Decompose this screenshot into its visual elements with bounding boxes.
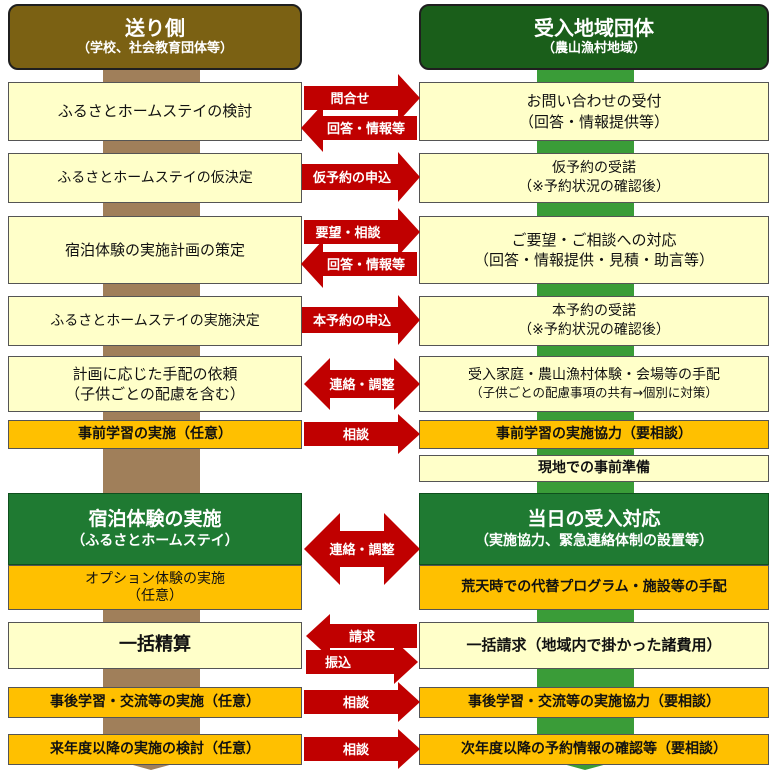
arrow-payment: 振込: [306, 640, 418, 684]
step-arrangement-request: 計画に応じた手配の依頼 （子供ごとの配慮を含む）: [8, 356, 302, 412]
step-next-year: 来年度以降の実施の検討（任意）: [8, 734, 302, 765]
step-consider-text: ふるさとホームステイの検討: [57, 102, 253, 121]
step-booking-acceptance: 本予約の受諾 （※予約状況の確認後）: [419, 296, 769, 346]
step-post-learning-support: 事後学習・交流等の実施協力（要相談）: [419, 687, 769, 718]
step-bad-weather-plan: 荒天時での代替プログラム・施設等の手配: [419, 565, 769, 610]
arrow-liaison-2-label: 連絡・調整: [329, 542, 395, 558]
stay-implementation-box: 宿泊体験の実施 （ふるさとホームステイ）: [8, 493, 302, 565]
step-post-learning-support-text: 事後学習・交流等の実施協力（要相談）: [468, 694, 720, 711]
sender-title: 送り側: [125, 16, 185, 41]
day-reception-subtitle: （実施協力、緊急連絡体制の設置等）: [475, 533, 713, 550]
step-inquiry-reception-note: （回答・情報提供等）: [518, 112, 669, 131]
step-request-response-note: （回答・情報提供・見積・助言等）: [473, 251, 714, 269]
step-implementation-decision-text: ふるさとホームステイの実施決定: [50, 312, 260, 329]
step-next-year-booking: 次年度以降の予約情報の確認等（要相談）: [419, 734, 769, 765]
stay-implementation-subtitle: （ふるさとホームステイ）: [71, 533, 239, 550]
step-billing-text: 一括請求（地域内で掛かった諸費用）: [466, 636, 722, 655]
step-bad-weather-plan-text: 荒天時での代替プログラム・施設等の手配: [461, 579, 727, 596]
receiver-title: 受入地域団体: [534, 16, 654, 41]
arrow-request-label: 要望・相談: [315, 225, 381, 241]
step-provisional-decision: ふるさとホームステイの仮決定: [8, 153, 302, 203]
arrow-inquiry-label: 問合せ: [330, 91, 369, 107]
step-post-learning: 事後学習・交流等の実施（任意）: [8, 687, 302, 718]
arrow-answer-1: 回答・情報等: [301, 104, 417, 152]
sender-header: 送り側 （学校、社会教育団体等）: [8, 4, 302, 70]
arrow-liaison-2: 連絡・調整: [304, 513, 420, 585]
arrow-consult-1: 相談: [304, 414, 420, 454]
receiver-subtitle: （農山漁村地域）: [541, 41, 646, 57]
arrow-booking-label: 本予約の申込: [313, 313, 392, 329]
step-host-arrangement-text: 受入家庭・農山漁村体験・会場等の手配: [468, 367, 720, 384]
sender-subtitle: （学校、社会教育団体等）: [76, 41, 233, 57]
step-onsite-preparation-text: 現地での事前準備: [538, 460, 650, 477]
arrow-consult-3: 相談: [304, 729, 420, 769]
step-booking-acceptance-text: 本予約の受諾: [552, 303, 636, 320]
step-pre-learning: 事前学習の実施（任意）: [8, 420, 302, 449]
arrow-provisional-booking-label: 仮予約の申込: [312, 170, 392, 186]
step-arrangement-request-text: 計画に応じた手配の依頼: [72, 364, 238, 383]
arrow-booking: 本予約の申込: [302, 295, 420, 345]
step-plan: 宿泊体験の実施計画の策定: [8, 216, 302, 284]
step-host-arrangement-note: （子供ごとの配慮事項の共有→個別に対策）: [470, 385, 718, 400]
step-implementation-decision: ふるさとホームステイの実施決定: [8, 296, 302, 346]
step-onsite-preparation: 現地での事前準備: [419, 455, 769, 482]
arrow-answer-2-label: 回答・情報等: [327, 257, 405, 273]
step-settlement-text: 一括精算: [119, 634, 191, 656]
step-settlement: 一括精算: [8, 622, 302, 669]
step-pre-learning-support: 事前学習の実施協力（要相談）: [419, 420, 769, 449]
arrow-liaison-1-label: 連絡・調整: [329, 377, 395, 393]
receiver-header: 受入地域団体 （農山漁村地域）: [419, 4, 769, 70]
step-arrangement-request-note: （子供ごとの配慮を含む）: [65, 385, 245, 403]
arrow-consult-1-label: 相談: [343, 427, 370, 443]
arrow-invoice-label: 請求: [349, 629, 376, 645]
arrow-answer-1-label: 回答・情報等: [327, 121, 405, 137]
stay-implementation-title: 宿泊体験の実施: [88, 507, 222, 530]
step-inquiry-reception: お問い合わせの受付 （回答・情報提供等）: [419, 82, 769, 141]
step-request-response: ご要望・ご相談への対応 （回答・情報提供・見積・助言等）: [419, 216, 769, 284]
step-option-experience-text: オプション体験の実施: [85, 570, 225, 587]
step-provisional-acceptance: 仮予約の受諾 （※予約状況の確認後）: [419, 153, 769, 203]
step-provisional-decision-text: ふるさとホームステイの仮決定: [57, 169, 253, 186]
step-post-learning-text: 事後学習・交流等の実施（任意）: [50, 694, 260, 711]
step-option-experience: オプション体験の実施 （任意）: [8, 565, 302, 610]
step-provisional-acceptance-text: 仮予約の受諾: [552, 160, 636, 177]
day-reception-box: 当日の受入対応 （実施協力、緊急連絡体制の設置等）: [419, 493, 769, 565]
arrow-request: 要望・相談: [304, 208, 420, 256]
day-reception-title: 当日の受入対応: [527, 507, 661, 530]
step-host-arrangement: 受入家庭・農山漁村体験・会場等の手配 （子供ごとの配慮事項の共有→個別に対策）: [419, 356, 769, 412]
step-next-year-booking-text: 次年度以降の予約情報の確認等（要相談）: [461, 741, 727, 758]
arrow-consult-2-label: 相談: [343, 695, 370, 711]
step-next-year-text: 来年度以降の実施の検討（任意）: [50, 741, 260, 758]
step-booking-acceptance-note: （※予約状況の確認後）: [518, 322, 670, 338]
step-request-response-text: ご要望・ご相談への対応: [511, 230, 677, 249]
arrow-consult-2: 相談: [304, 682, 420, 722]
arrow-liaison-1: 連絡・調整: [304, 358, 420, 410]
step-pre-learning-text: 事前学習の実施（任意）: [78, 426, 232, 443]
step-pre-learning-support-text: 事前学習の実施協力（要相談）: [496, 426, 692, 443]
arrow-answer-2: 回答・情報等: [301, 240, 417, 288]
step-consider: ふるさとホームステイの検討: [8, 82, 302, 141]
arrow-consult-3-label: 相談: [343, 742, 370, 758]
arrow-inquiry: 問合せ: [304, 74, 420, 122]
arrow-payment-label: 振込: [325, 655, 352, 671]
step-plan-text: 宿泊体験の実施計画の策定: [64, 240, 245, 259]
step-provisional-acceptance-note: （※予約状況の確認後）: [518, 179, 670, 195]
arrow-invoice: 請求: [306, 614, 417, 658]
step-inquiry-reception-text: お問い合わせの受付: [526, 92, 662, 111]
step-billing: 一括請求（地域内で掛かった諸費用）: [419, 622, 769, 669]
step-option-experience-note: （任意）: [127, 587, 183, 604]
arrow-provisional-booking: 仮予約の申込: [302, 152, 420, 202]
